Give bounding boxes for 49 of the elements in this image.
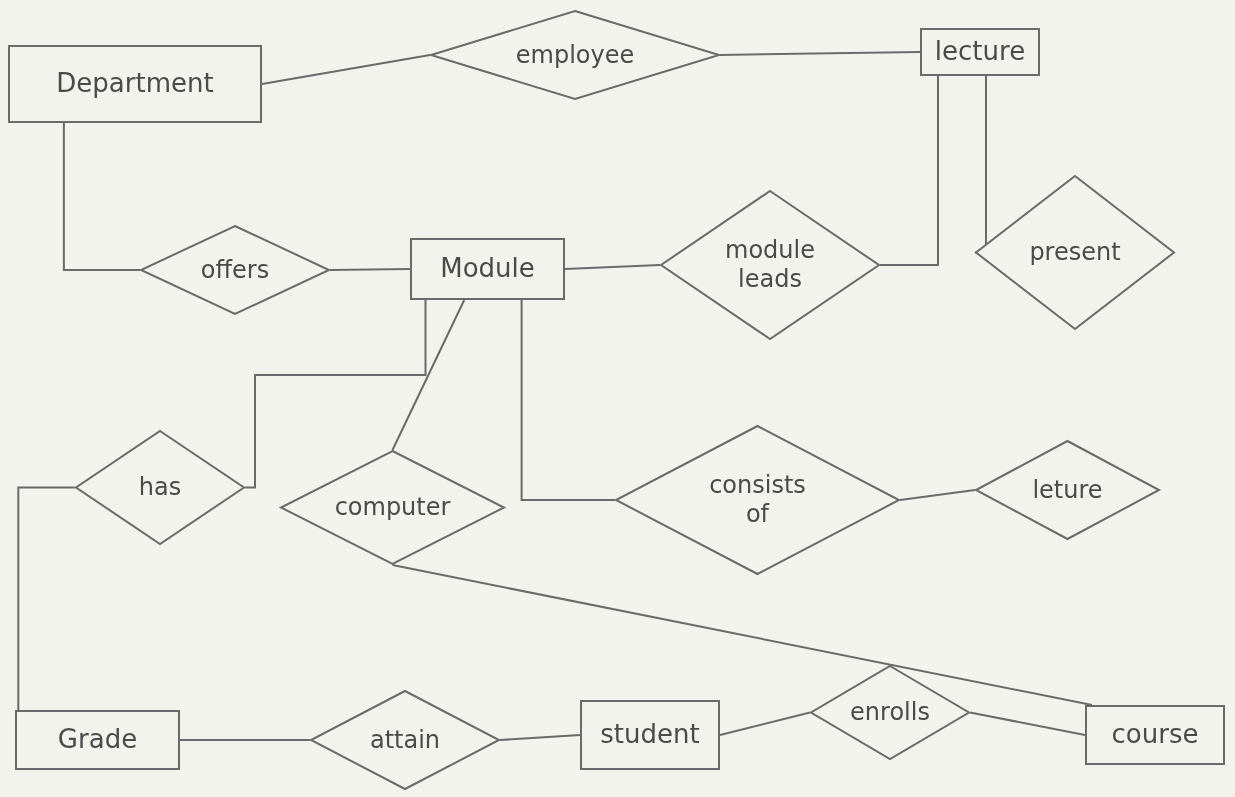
connector-line <box>391 564 1093 706</box>
relationship-diamond <box>430 10 720 100</box>
connector-line <box>719 711 811 736</box>
relationship-diamond <box>310 690 500 790</box>
connector-line <box>879 75 939 266</box>
relationship-label: enrolls <box>850 698 930 727</box>
entity-box <box>920 28 1040 76</box>
relationship-diamond <box>975 175 1175 330</box>
entity-label: lecture <box>934 36 1026 68</box>
entity-label: Department <box>56 68 214 100</box>
entity-label: Module <box>440 253 535 285</box>
relationship-diamond <box>810 665 970 760</box>
relationship-diamond <box>660 190 880 340</box>
connector-line <box>329 268 411 271</box>
relationship-label: offers <box>200 255 270 285</box>
entity-box <box>8 45 262 123</box>
connector-line <box>17 486 76 711</box>
relationship-label: leture <box>1032 475 1103 505</box>
relationship-label: attain <box>369 725 441 755</box>
connector-line <box>499 734 581 741</box>
connector-line <box>899 489 976 501</box>
relationship-diamond <box>975 440 1160 540</box>
connector-line <box>244 299 427 489</box>
entity-box <box>580 700 720 770</box>
relationship-label: module leads <box>724 236 816 294</box>
relationship-label: computer <box>334 493 451 522</box>
relationship-label: has <box>138 473 182 502</box>
relationship-label: employee <box>515 40 635 70</box>
connector-line <box>719 51 921 56</box>
relationship-diamond <box>280 450 505 565</box>
relationship-label: present <box>1029 238 1121 267</box>
connector-line <box>974 75 987 254</box>
entity-label: Grade <box>57 724 138 756</box>
entity-label: course <box>1111 719 1199 751</box>
entity-box <box>1085 705 1225 765</box>
connector-line <box>179 739 311 741</box>
connector-line <box>969 711 1086 736</box>
connector-line <box>520 299 616 501</box>
connector-line <box>261 54 431 85</box>
relationship-label: consists of <box>708 471 807 529</box>
entity-box <box>15 710 180 770</box>
relationship-diamond <box>615 425 900 575</box>
connector-line <box>62 122 141 271</box>
connector-line <box>391 299 466 451</box>
entity-label: student <box>600 719 700 751</box>
connector-line <box>564 264 661 270</box>
relationship-diamond <box>75 430 245 545</box>
entity-box <box>410 238 565 300</box>
relationship-diamond <box>140 225 330 315</box>
